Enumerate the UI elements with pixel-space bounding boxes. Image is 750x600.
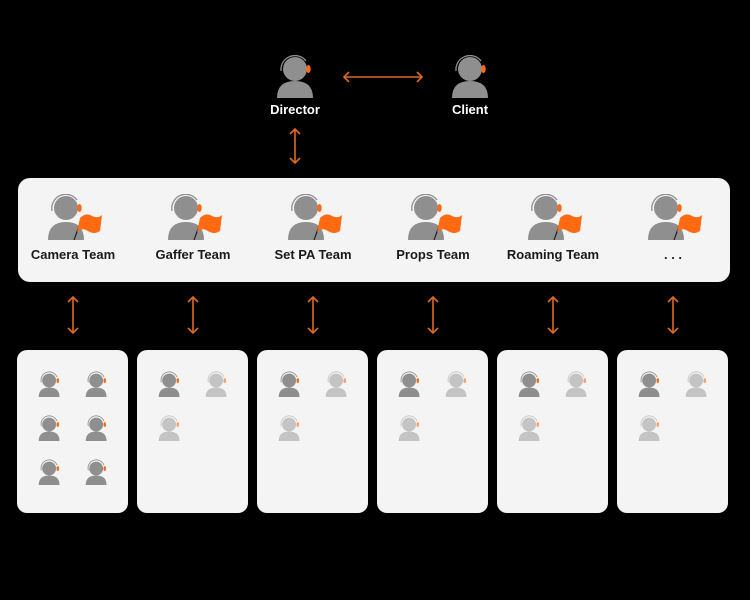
team-lead-flag-icon [528,194,582,240]
team-lead-2: Gaffer Team [133,194,253,262]
team-lead-6: . . . [613,194,733,262]
team-lead-3: Set PA Team [253,194,373,262]
crew-member-icon [158,415,180,441]
crew-member-icon [38,459,60,485]
crew-member-icon [158,371,180,397]
director-node: Director [255,54,335,117]
team-lead-1: Camera Team [13,194,133,262]
crew-card [497,350,608,513]
director-teams-arrow [289,127,301,165]
director-client-arrow [342,71,424,83]
team-lead-flag-icon [408,194,462,240]
crew-card [137,350,248,513]
crew-member-icon [638,415,660,441]
crew-member-icon [85,371,107,397]
crew-card [17,350,128,513]
team-label: Props Team [396,247,470,262]
crew-member-icon [85,459,107,485]
teams-panel: Camera Team Gaffer Team Set PA Team [18,178,730,282]
team-label: Gaffer Team [155,247,231,262]
team-crew-arrow [187,295,199,335]
team-lead-flag-icon [168,194,222,240]
crew-card [377,350,488,513]
crew-member-icon [325,371,347,397]
crew-member-icon [278,415,300,441]
crew-card [257,350,368,513]
crew-member-icon [278,371,300,397]
crew-member-icon [638,371,660,397]
team-crew-arrow [307,295,319,335]
team-lead-flag-icon [48,194,102,240]
team-label: Roaming Team [506,247,600,262]
crew-member-icon [38,415,60,441]
crew-member-icon [205,371,227,397]
crew-member-icon [398,371,420,397]
crew-member-icon [445,371,467,397]
team-label: Set PA Team [274,247,352,262]
crew-member-icon [518,415,540,441]
client-node: Client [430,54,510,117]
crew-member-icon [565,371,587,397]
client-label: Client [451,102,489,117]
crew-member-icon [518,371,540,397]
crew-member-icon [398,415,420,441]
headset-person-icon [277,54,313,98]
team-lead-4: Props Team [373,194,493,262]
crew-member-icon [85,415,107,441]
crew-member-icon [685,371,707,397]
team-lead-flag-icon [288,194,342,240]
team-crew-arrow [67,295,79,335]
team-crew-arrow [667,295,679,335]
team-label: Camera Team [30,247,116,262]
crew-card [617,350,728,513]
team-lead-5: Roaming Team [493,194,613,262]
team-crew-arrow [547,295,559,335]
director-label: Director [270,102,320,117]
crew-member-icon [38,371,60,397]
headset-person-icon [452,54,488,98]
team-lead-flag-icon [648,194,702,240]
team-crew-arrow [427,295,439,335]
team-label: . . . [663,247,683,262]
